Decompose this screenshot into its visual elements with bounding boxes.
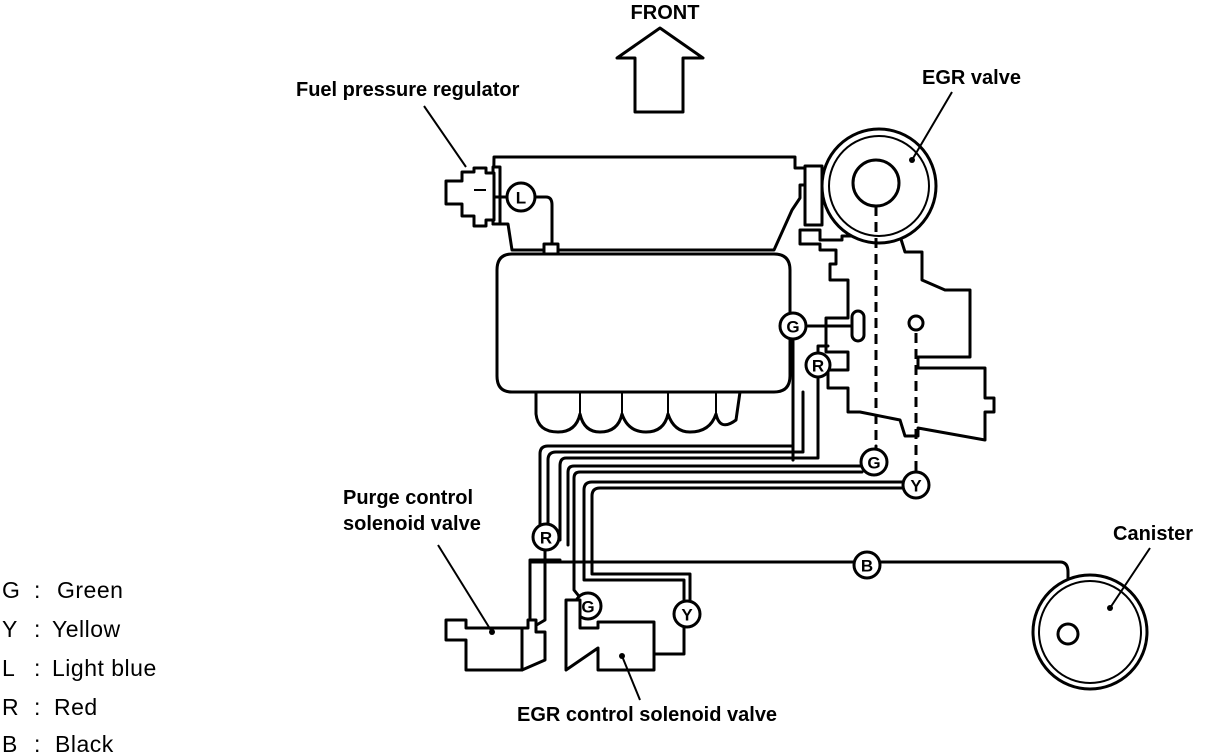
svg-text::: : bbox=[34, 616, 41, 642]
hose-tag-green-lower: G bbox=[859, 447, 889, 477]
front-arrow bbox=[615, 26, 705, 114]
hose-bundle bbox=[538, 390, 906, 527]
egr-control-solenoid-label: EGR control solenoid valve bbox=[517, 704, 777, 726]
legend-item-red: R : Red bbox=[2, 694, 98, 720]
hose-tag-red-upper: R bbox=[804, 351, 832, 379]
svg-text:L: L bbox=[516, 189, 526, 208]
egr-solenoid-leader bbox=[621, 655, 641, 701]
fuel-pressure-regulator-label: Fuel pressure regulator bbox=[296, 79, 520, 101]
front-label: FRONT bbox=[631, 2, 700, 24]
svg-text:Y: Y bbox=[910, 477, 922, 496]
svg-text:Y: Y bbox=[2, 616, 18, 642]
svg-text::: : bbox=[34, 694, 41, 720]
canister bbox=[1031, 573, 1149, 691]
hose-tag-yellow-solenoid: Y bbox=[672, 599, 702, 629]
svg-text:B: B bbox=[2, 731, 18, 756]
svg-text:G: G bbox=[867, 454, 880, 473]
intake-manifold bbox=[495, 252, 792, 434]
egr-valve-leader bbox=[911, 91, 953, 161]
svg-text:B: B bbox=[861, 557, 873, 576]
svg-text::: : bbox=[34, 731, 41, 756]
fuel-pressure-regulator bbox=[444, 166, 496, 228]
egr-valve-leader-dot bbox=[909, 157, 915, 163]
svg-text:R: R bbox=[540, 529, 552, 548]
hose-tag-red-lower: R bbox=[531, 522, 561, 552]
intake-collector bbox=[491, 155, 808, 252]
hose-tag-green-upper: G bbox=[778, 311, 808, 341]
canister-leader bbox=[1109, 547, 1151, 609]
hose-tag-yellow-upper: Y bbox=[901, 470, 931, 500]
svg-text:Red: Red bbox=[54, 694, 98, 720]
svg-text:G: G bbox=[2, 577, 20, 603]
purge-solenoid-leader bbox=[437, 544, 493, 633]
svg-text::: : bbox=[34, 655, 41, 681]
svg-text::: : bbox=[34, 577, 41, 603]
legend-item-green: G : Green bbox=[2, 577, 123, 603]
egr-control-solenoid-valve bbox=[564, 598, 656, 672]
legend-item-yellow: Y : Yellow bbox=[2, 616, 121, 642]
hose-tag-light-blue: L bbox=[505, 181, 537, 213]
egr-valve bbox=[798, 127, 996, 466]
svg-text:Green: Green bbox=[57, 577, 123, 603]
svg-text:R: R bbox=[2, 694, 19, 720]
svg-text:Black: Black bbox=[55, 731, 114, 756]
svg-text:L: L bbox=[2, 655, 15, 681]
purge-control-label-2: solenoid valve bbox=[343, 513, 481, 535]
hose-tag-black: B bbox=[852, 550, 882, 580]
svg-text:Yellow: Yellow bbox=[52, 616, 121, 642]
legend-item-black: B : Black bbox=[2, 731, 114, 756]
hose-light-blue-2 bbox=[534, 195, 554, 248]
svg-text:G: G bbox=[581, 598, 594, 617]
svg-text:G: G bbox=[786, 318, 799, 337]
fuel-pressure-regulator-leader bbox=[423, 105, 467, 168]
svg-text:Y: Y bbox=[681, 606, 693, 625]
svg-text:R: R bbox=[812, 357, 824, 376]
canister-label: Canister bbox=[1113, 523, 1193, 545]
purge-control-solenoid-valve bbox=[444, 618, 547, 672]
purge-control-label-1: Purge control bbox=[343, 487, 473, 509]
svg-text:Light blue: Light blue bbox=[52, 655, 157, 681]
color-legend: G : Green Y : Yellow L : Light blue R : … bbox=[2, 577, 157, 756]
egr-valve-label: EGR valve bbox=[922, 67, 1021, 89]
hose-red-upper-2 bbox=[816, 344, 830, 354]
hose-black bbox=[528, 560, 1070, 634]
legend-item-light-blue: L : Light blue bbox=[2, 655, 157, 681]
